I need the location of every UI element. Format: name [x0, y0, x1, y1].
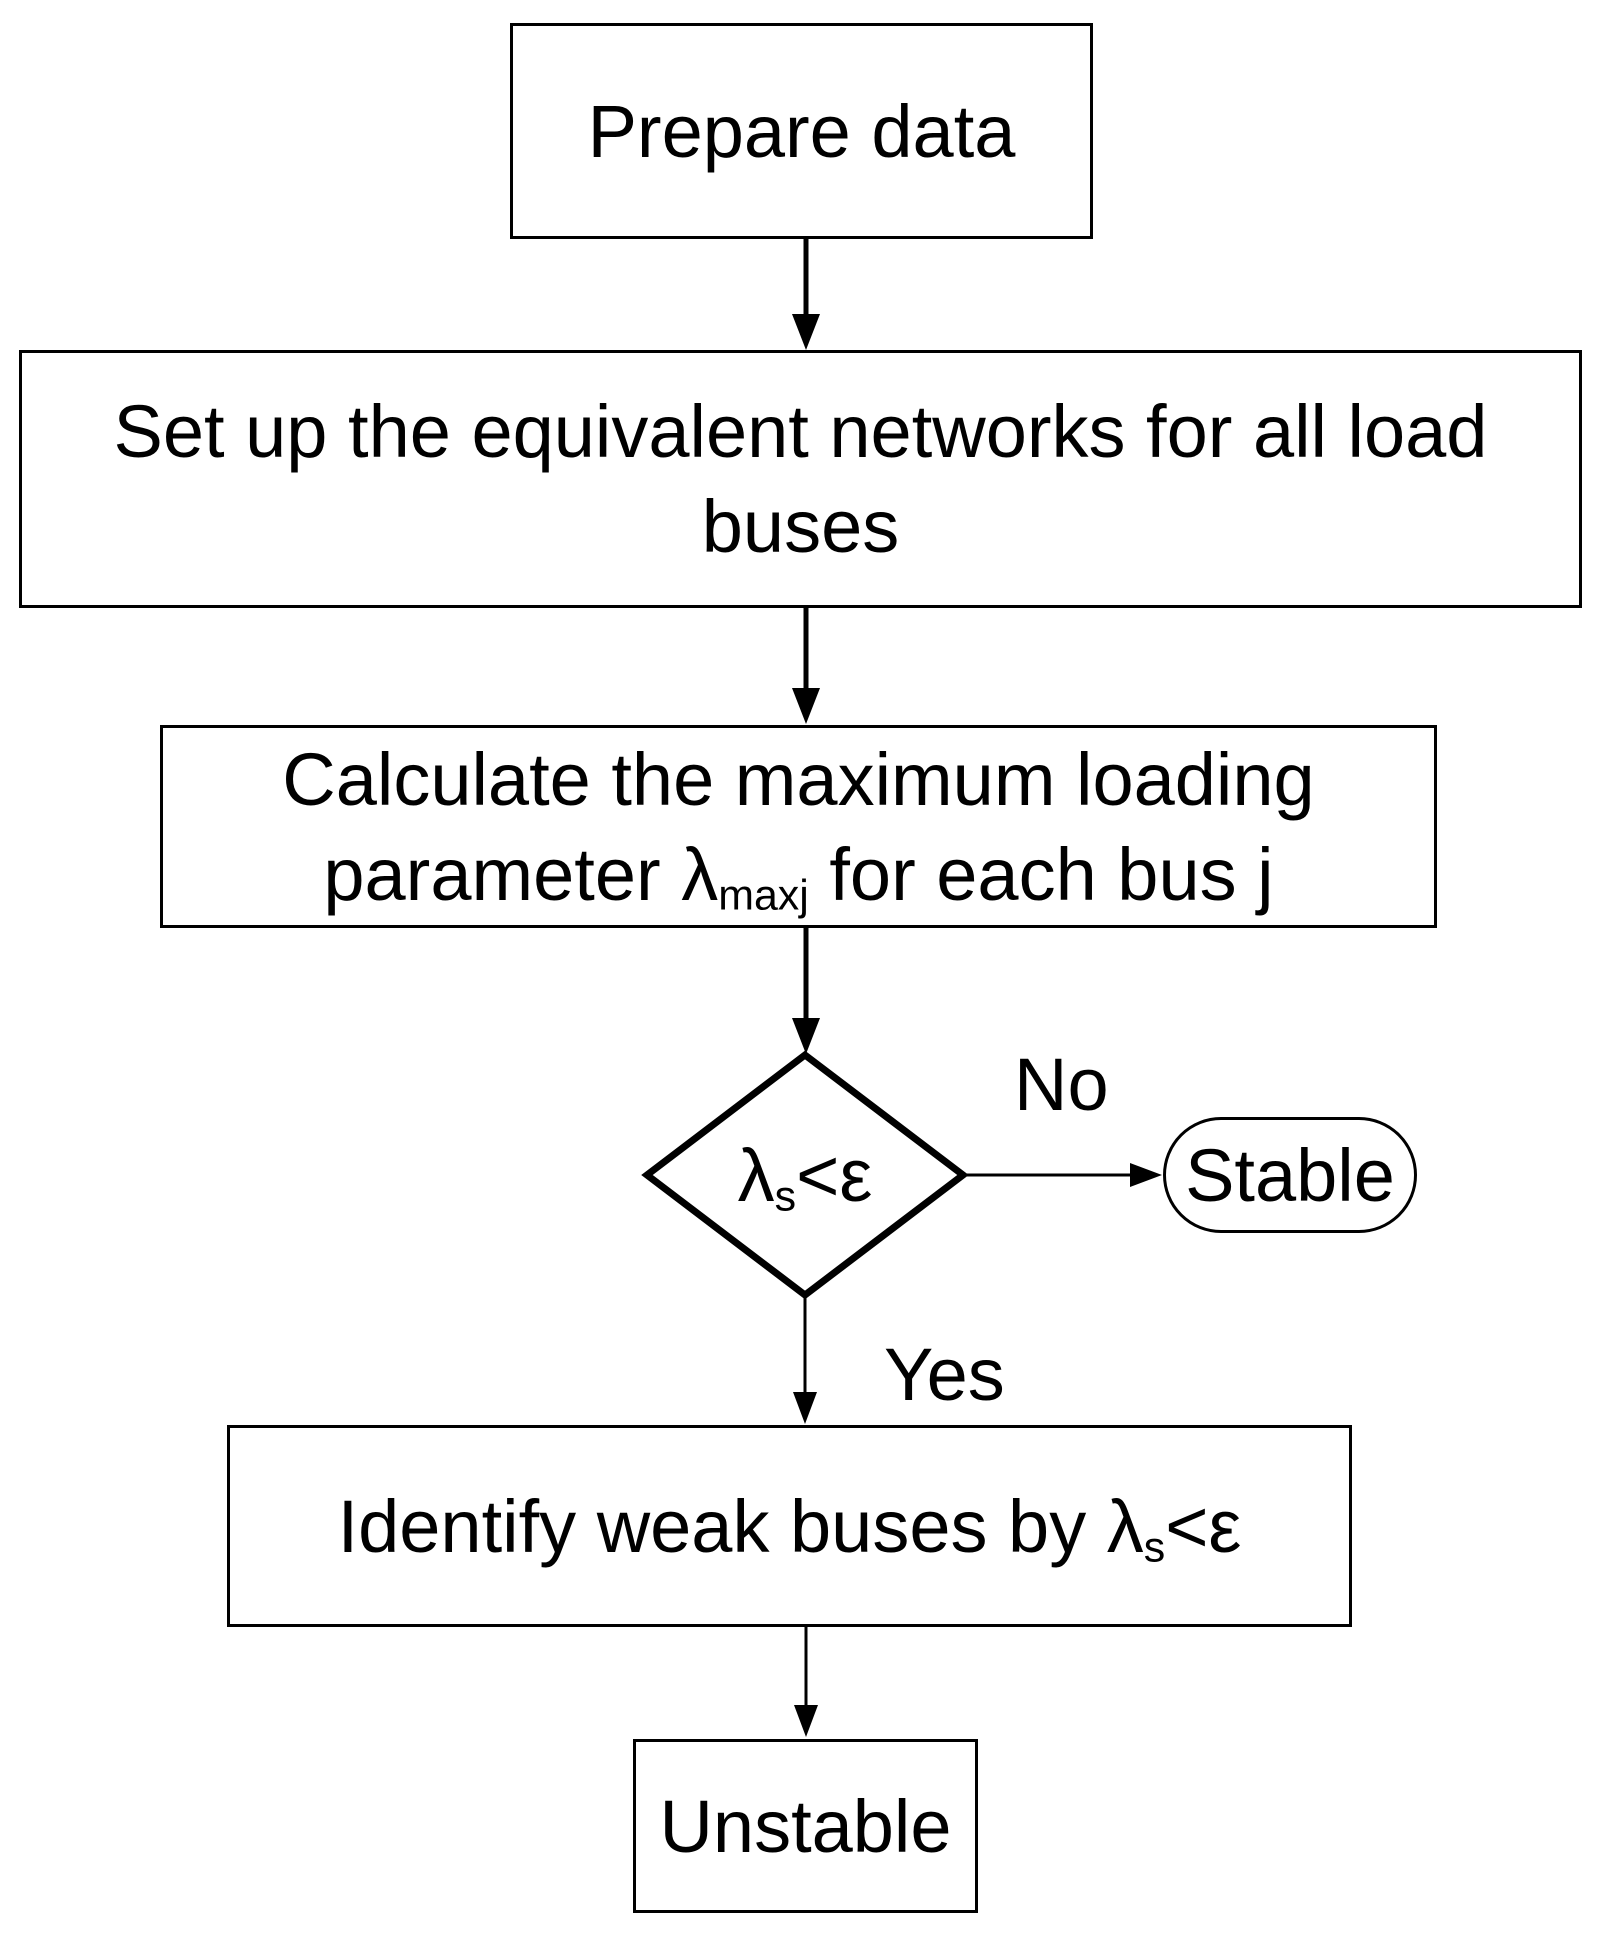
identify-lambda-s-subscript: s — [1143, 1522, 1166, 1571]
node-setup-line1: Set up the equivalent networks for all l… — [113, 390, 1488, 473]
node-stable: Stable — [1163, 1117, 1417, 1233]
node-identify-label: Identify weak buses by λs<ε — [338, 1479, 1242, 1574]
arrow-calculate-to-decision — [792, 928, 820, 1054]
no-label: No — [1014, 1043, 1109, 1126]
node-setup-line2: buses — [701, 485, 900, 568]
arrow-setup-to-calculate — [792, 608, 820, 724]
node-unstable-label: Unstable — [659, 1784, 952, 1868]
node-identify-post: <ε — [1165, 1484, 1242, 1568]
node-identify-weak-buses: Identify weak buses by λs<ε — [227, 1425, 1352, 1627]
node-unstable: Unstable — [633, 1739, 978, 1913]
decision-comparison: <ε — [796, 1133, 873, 1217]
arrow-identify-to-unstable — [794, 1627, 818, 1737]
yes-label: Yes — [884, 1333, 1005, 1416]
decision-lambda: λ — [737, 1133, 775, 1217]
node-calculate-line2-pre: parameter λ — [323, 832, 719, 916]
node-prepare-data: Prepare data — [510, 23, 1093, 239]
arrow-decision-to-stable-no-branch — [967, 1163, 1162, 1187]
arrow-prepare-to-setup — [792, 239, 820, 350]
node-setup-equivalent-networks: Set up the equivalent networks for all l… — [19, 350, 1582, 608]
node-calculate-max-loading: Calculate the maximum loading parameter … — [160, 725, 1437, 928]
node-calculate-line1: Calculate the maximum loading — [282, 737, 1315, 821]
lambda-s-subscript: s — [774, 1171, 797, 1220]
node-decision-lambda-condition: λs<ε — [647, 1115, 963, 1235]
lambda-maxj-subscript: maxj — [718, 870, 809, 919]
node-calculate-line2-post: for each bus j — [808, 832, 1274, 916]
node-identify-pre: Identify weak buses by λ — [337, 1484, 1144, 1568]
node-prepare-data-label: Prepare data — [587, 89, 1016, 173]
node-stable-label: Stable — [1185, 1133, 1395, 1217]
node-calculate-line2: parameter λmaxj for each bus j — [323, 827, 1273, 922]
decision-diamond — [641, 1050, 969, 1300]
arrow-decision-to-identify-yes-branch — [793, 1297, 817, 1424]
decision-label: λs<ε — [738, 1128, 873, 1223]
